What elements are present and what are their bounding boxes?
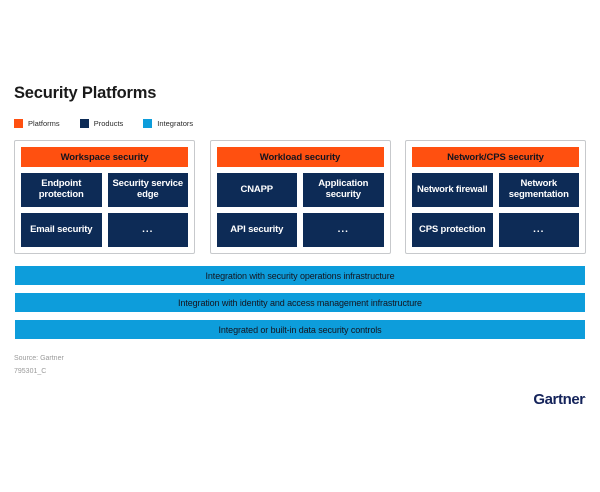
pillar-card-workload: Workload security CNAPP Application secu… <box>209 140 391 254</box>
tile-cnapp: CNAPP <box>215 172 298 208</box>
gartner-logo: Gartner. <box>533 391 586 408</box>
pillar-header-workload: Workload security <box>215 146 385 168</box>
legend-swatch-integrators <box>143 119 153 128</box>
pillar-row: CNAPP Application security <box>215 172 385 208</box>
legend-label-products: Products <box>93 118 124 128</box>
document-id: 795301_C <box>14 368 47 376</box>
pillar-row: Email security ... <box>20 212 189 248</box>
pillar-row: Network firewall Network segmentation <box>411 172 580 208</box>
footer-notes: Source: Gartner 795301_C <box>14 352 64 379</box>
pillar-header-workspace: Workspace security <box>20 146 189 168</box>
tile-endpoint-protection: Endpoint protection <box>20 172 103 208</box>
integration-bar-security-operations: Integration with security operations inf… <box>14 265 586 286</box>
legend-label-platforms: Platforms <box>28 118 60 128</box>
tile-network-firewall: Network firewall <box>411 172 494 208</box>
tile-more-network-cps: ... <box>497 212 580 248</box>
tile-cps-protection: CPS protection <box>411 212 494 248</box>
pillar-row: Endpoint protection Security service edg… <box>20 172 189 208</box>
pillar-row: CPS protection ... <box>411 212 580 248</box>
page-title: Security Platforms <box>14 84 157 102</box>
gartner-logo-mark: . <box>584 394 587 400</box>
gartner-logo-text: Gartner <box>533 391 585 408</box>
pillar-row: API security ... <box>215 212 385 248</box>
tile-more-workload: ... <box>302 212 385 248</box>
legend: Platforms Products Integrators <box>14 119 213 128</box>
legend-item-products: Products <box>79 118 124 128</box>
tile-application-security: Application security <box>302 172 385 208</box>
tile-email-security: Email security <box>20 212 103 248</box>
tile-security-service-edge: Security service edge <box>106 172 189 208</box>
pillar-card-workspace: Workspace security Endpoint protection S… <box>14 140 195 254</box>
tile-network-segmentation: Network segmentation <box>497 172 580 208</box>
integration-bar-identity-access-management: Integration with identity and access man… <box>14 292 586 313</box>
legend-swatch-platforms <box>14 119 23 128</box>
legend-label-integrators: Integrators <box>157 118 194 128</box>
pillar-card-network-cps: Network/CPS security Network firewall Ne… <box>405 140 586 254</box>
tile-more-workspace: ... <box>106 212 189 248</box>
tile-api-security: API security <box>215 212 298 248</box>
source-note: Source: Gartner <box>14 355 64 362</box>
pillar-header-network-cps: Network/CPS security <box>411 146 580 168</box>
legend-item-integrators: Integrators <box>143 119 193 128</box>
legend-item-platforms: Platforms <box>14 119 60 128</box>
pillar-columns: Workspace security Endpoint protection S… <box>14 140 586 254</box>
legend-swatch-products <box>79 119 89 128</box>
integration-bars: Integration with security operations inf… <box>14 265 586 340</box>
integration-bar-data-security-controls: Integrated or built-in data security con… <box>14 319 586 340</box>
